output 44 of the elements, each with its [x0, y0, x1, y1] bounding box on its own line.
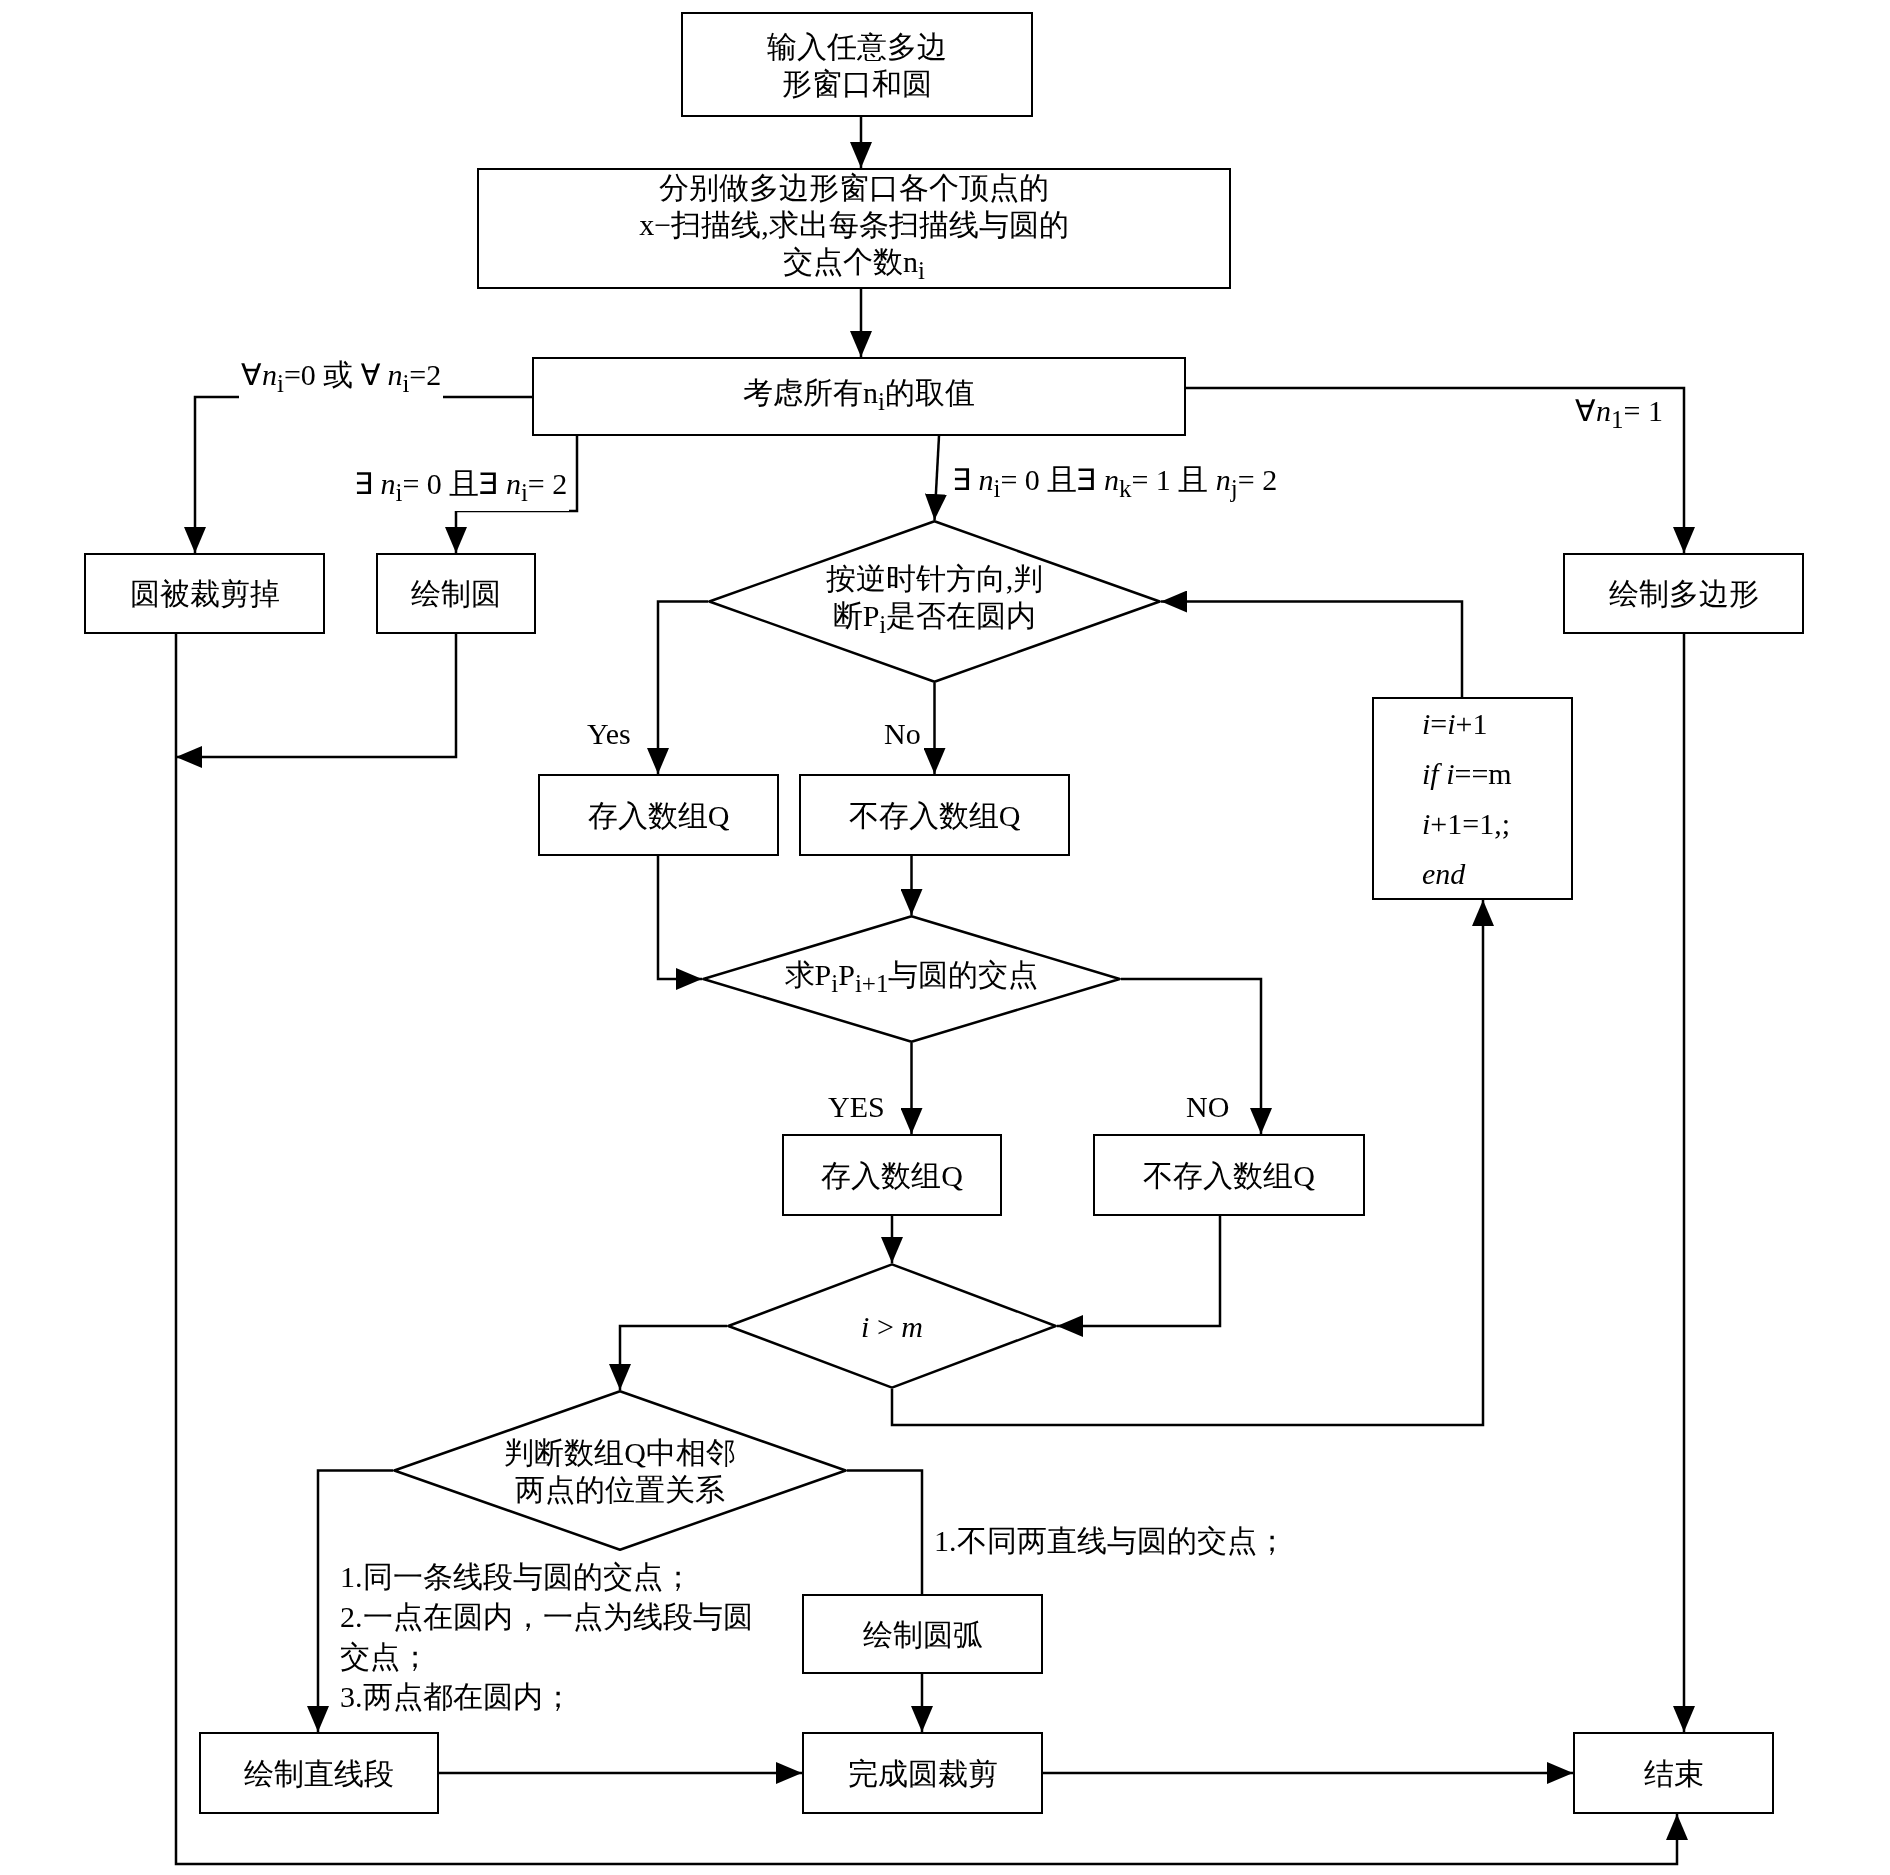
- decision-diamond: i > m: [727, 1263, 1057, 1389]
- connector-line: [847, 1469, 924, 1594]
- arrow: [445, 436, 579, 553]
- arrow: [1161, 590, 1464, 697]
- arrow: [850, 289, 872, 357]
- arrow: [1043, 1762, 1573, 1784]
- process-box: 考虑所有n$_{i}$的取值: [532, 357, 1186, 436]
- process-box: 绘制圆: [376, 553, 536, 634]
- process-box: i=i+1 if i==m i+1=1,; end: [1372, 697, 1573, 900]
- arrow: [1673, 634, 1695, 1732]
- arrow: [174, 634, 1688, 1866]
- arrow: [307, 1469, 393, 1732]
- arrow: [647, 600, 708, 774]
- process-box: 存入数组Q: [538, 774, 779, 856]
- process-box: 圆被裁剪掉: [84, 553, 325, 634]
- arrow: [176, 634, 458, 768]
- arrow: [923, 683, 946, 774]
- edge-label: ∀n$_{i}$=0 或 ∀ n$_{i}$=2: [239, 357, 444, 402]
- process-box: 结束: [1573, 1732, 1774, 1814]
- arrow: [900, 856, 923, 915]
- process-box: 完成圆裁剪: [802, 1732, 1043, 1814]
- arrow: [1121, 977, 1272, 1134]
- process-box: 存入数组Q: [782, 1134, 1002, 1216]
- decision-diamond: 判断数组Q中相邻两点的位置关系: [393, 1390, 847, 1551]
- decision-diamond: 求P$_{i}$P$_{i+1}$与圆的交点: [702, 915, 1121, 1043]
- arrow: [439, 1762, 802, 1784]
- arrow: [911, 1674, 933, 1732]
- arrow: [656, 856, 702, 990]
- decision-diamond: 按逆时针方向,判断P$_{i}$是否在圆内: [708, 520, 1161, 683]
- arrow: [1186, 386, 1695, 553]
- process-box: 不存入数组Q: [1093, 1134, 1365, 1216]
- process-box: 绘制圆弧: [802, 1594, 1043, 1674]
- arrow: [609, 1324, 727, 1390]
- arrow: [850, 117, 872, 168]
- process-box: 绘制直线段: [199, 1732, 439, 1814]
- arrow: [890, 900, 1494, 1427]
- process-box: 不存入数组Q: [799, 774, 1070, 856]
- process-box: 输入任意多边形窗口和圆: [681, 12, 1033, 117]
- process-box: 绘制多边形: [1563, 553, 1804, 634]
- arrow: [881, 1216, 903, 1263]
- arrow: [1057, 1216, 1222, 1337]
- arrow: [924, 435, 947, 521]
- process-box: 分别做多边形窗口各个顶点的x−扫描线,求出每条扫描线与圆的交点个数n$_{i}$: [477, 168, 1231, 289]
- arrow: [900, 1043, 923, 1134]
